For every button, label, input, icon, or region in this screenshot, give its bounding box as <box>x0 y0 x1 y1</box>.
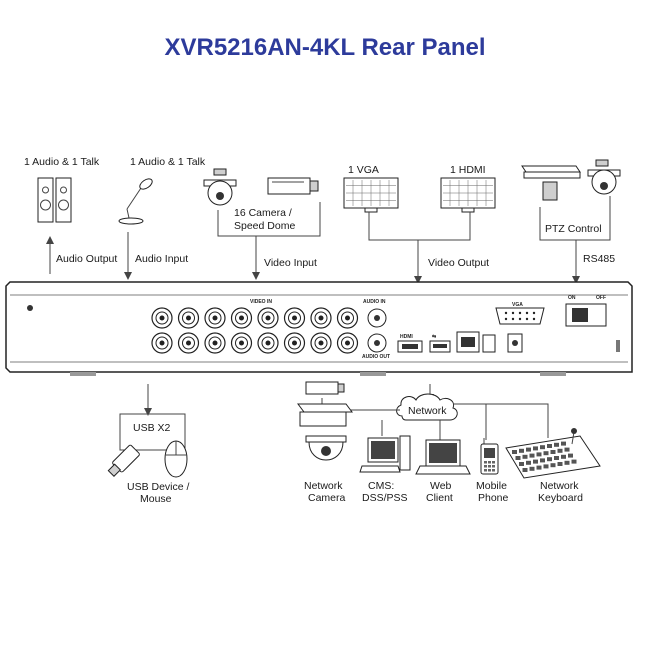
web-client-label-2: Client <box>426 492 453 504</box>
microphone-icon <box>118 178 153 225</box>
audio-out-panel-label: AUDIO OUT <box>362 354 390 360</box>
speed-dome-icon <box>203 168 237 206</box>
bnc-connectors <box>151 307 359 354</box>
audio-in-panel-label: AUDIO IN <box>363 299 386 305</box>
ptz-control-label: PTZ Control <box>545 223 602 235</box>
network-keyboard-icon <box>505 428 601 479</box>
cameras-label-1: 16 Camera / <box>234 207 292 219</box>
power-off-label: OFF <box>596 295 606 301</box>
vga-monitor-icon <box>343 177 399 213</box>
usb-symbol: ⇆ <box>432 333 437 340</box>
network-camera-label-1: Network <box>304 480 343 492</box>
audio-input-label: Audio Input <box>135 253 188 265</box>
audio-talk-label-1: 1 Audio & 1 Talk <box>24 156 100 168</box>
laptop-icon <box>415 439 471 475</box>
cameras-label-2: Speed Dome <box>234 220 295 232</box>
speaker-icon <box>37 177 72 223</box>
vga-port <box>495 307 545 325</box>
audio-output-label: Audio Output <box>56 253 117 265</box>
dvr-rear-panel: VIDEO IN AUDIO IN AUDIO OUT HDMI ⇆ VGA O… <box>5 281 633 376</box>
mobile-phone-label-1: Mobile <box>476 480 507 492</box>
cms-computer-icon <box>359 435 411 473</box>
usb-x2-label: USB X2 <box>133 422 171 434</box>
network-camera-label-2: Camera <box>308 492 346 504</box>
cms-label-1: CMS: <box>368 480 394 492</box>
mouse-icon <box>164 440 188 478</box>
mobile-phone-label-2: Phone <box>478 492 509 504</box>
video-in-panel-label: VIDEO IN <box>250 299 272 305</box>
video-output-label: Video Output <box>428 257 489 269</box>
network-camera-icon <box>297 381 353 461</box>
power-on-label: ON <box>568 295 576 301</box>
ptz-controller-icon <box>521 165 581 201</box>
ptz-dome-icon <box>587 159 621 195</box>
vga-panel-label: VGA <box>512 302 523 308</box>
page-title: XVR5216AN-4KL Rear Panel <box>164 34 486 61</box>
cms-label-2: DSS/PSS <box>362 492 408 504</box>
vga-label: 1 VGA <box>348 164 379 176</box>
rs485-label: RS485 <box>583 253 615 265</box>
mobile-phone-icon <box>480 438 499 475</box>
hdmi-monitor-icon <box>440 177 496 213</box>
usb-stick-icon <box>107 444 140 477</box>
audio-talk-label-2: 1 Audio & 1 Talk <box>130 156 206 168</box>
usb-device-label-1: USB Device / <box>127 481 190 493</box>
box-camera-icon <box>267 177 319 195</box>
network-keyboard-label-2: Keyboard <box>538 492 583 504</box>
hdmi-label: 1 HDMI <box>450 164 486 176</box>
network-cloud-icon <box>396 393 458 421</box>
network-label: Network <box>408 405 447 417</box>
usb-device-label-2: Mouse <box>140 493 172 505</box>
web-client-label-1: Web <box>430 480 452 492</box>
network-keyboard-label-1: Network <box>540 480 579 492</box>
hdmi-panel-label: HDMI <box>400 334 413 340</box>
video-input-label: Video Input <box>264 257 317 269</box>
